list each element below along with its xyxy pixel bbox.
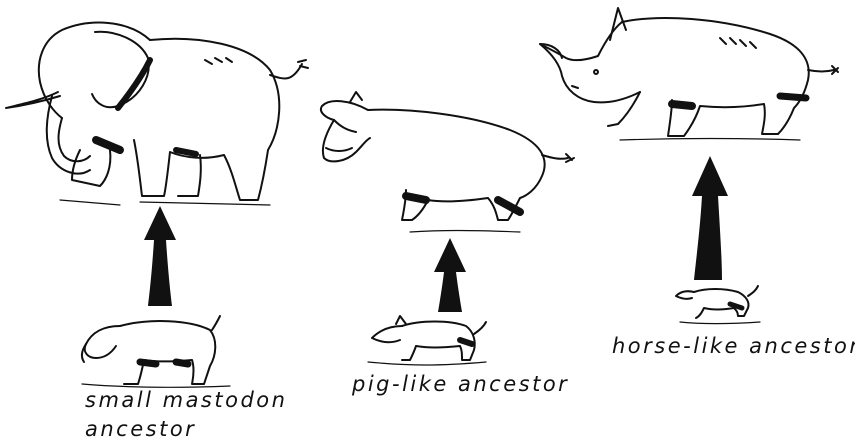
elephant-drawing (6, 23, 308, 205)
evolution-arrow (692, 156, 728, 280)
label-small-mastodon: small mastodon (85, 390, 287, 411)
rhinoceros-drawing (540, 8, 838, 140)
evolution-arrow (434, 238, 466, 312)
evolution-arrow (144, 206, 176, 306)
label-small-mastodon-ancestor: ancestor (85, 419, 196, 440)
pig-like-ancestor-drawing (368, 316, 486, 365)
hippopotamus-drawing (321, 92, 574, 232)
horse-like-ancestor-drawing (676, 286, 760, 324)
label-pig-like-ancestor: pig-like ancestor (352, 374, 569, 395)
label-horse-like-ancestor: horse-like ancestor (612, 336, 855, 357)
small-mastodon-drawing (82, 316, 230, 387)
